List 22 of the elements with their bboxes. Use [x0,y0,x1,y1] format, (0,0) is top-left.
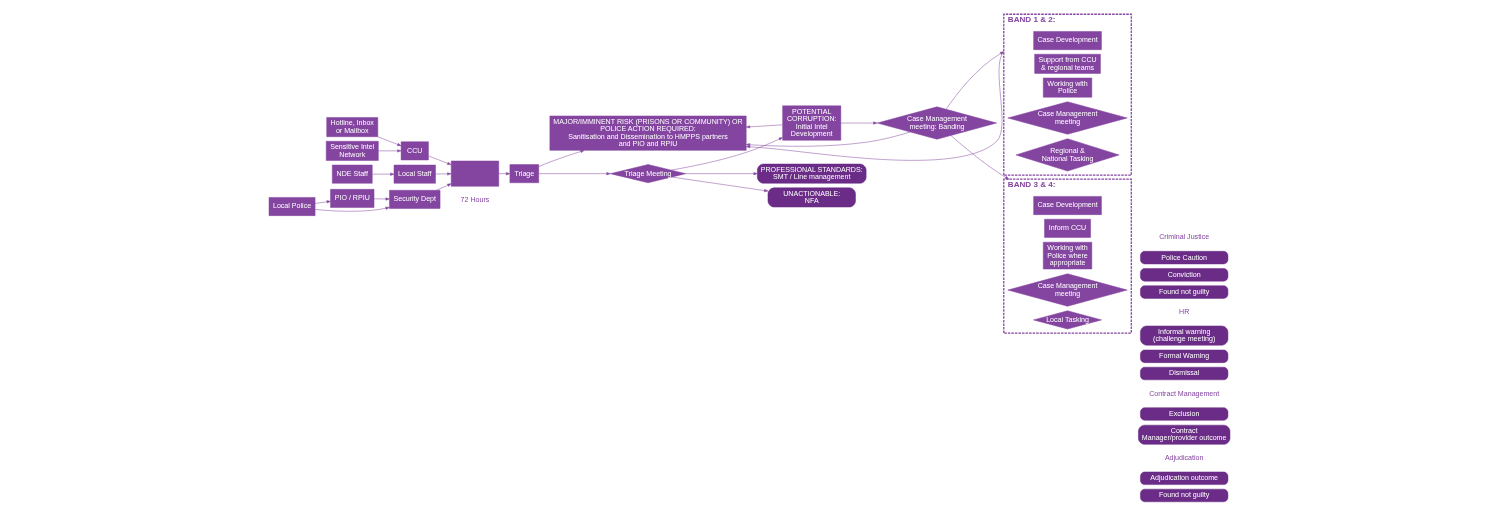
node-box [450,160,499,187]
arrow [314,200,331,204]
arrow [377,136,402,147]
arrow [685,172,758,176]
arrow [538,150,585,167]
arrow [840,121,878,125]
arrow [950,135,1010,180]
arrow [746,51,1005,161]
arrow [372,172,395,176]
arrow [745,131,911,147]
arrow [435,172,452,176]
arrow [436,183,452,191]
arrow [498,172,511,176]
arrow [373,197,390,201]
arrow [378,149,402,153]
arrow [314,206,390,212]
arrow [746,124,783,129]
arrow [671,176,769,193]
arrow [538,172,611,176]
arrow [670,137,783,171]
arrow [428,155,452,165]
arrow [945,51,1005,110]
